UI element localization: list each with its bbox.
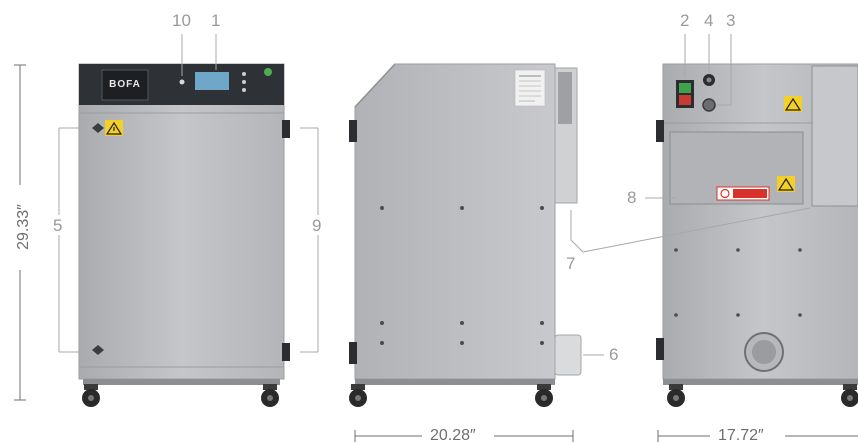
rear-view-cabinet — [656, 63, 858, 407]
side-screws — [380, 206, 544, 345]
power-indicator-icon — [179, 79, 185, 85]
callout-6: 6 — [609, 345, 619, 364]
caster-rear-right — [841, 384, 858, 407]
filter-warning-label — [716, 186, 770, 201]
height-dimension-label: 29.33″ — [15, 197, 32, 257]
side-view-cabinet — [349, 63, 582, 407]
callout-7: 7 — [566, 254, 576, 273]
width-dimension-label: 17.72″ — [714, 428, 768, 444]
door-logo-bottom-icon — [92, 345, 104, 355]
door-logo-top-icon — [92, 123, 104, 133]
exhaust-outlet — [554, 334, 582, 376]
callout-2: 2 — [680, 11, 690, 30]
caster-side-right — [535, 384, 553, 407]
leader-lines — [58, 34, 811, 356]
caster-side-left — [349, 384, 367, 407]
callout-1: 1 — [211, 11, 221, 30]
callout-4: 4 — [704, 11, 714, 30]
caster-front-left — [82, 384, 100, 407]
rear-screws — [674, 248, 802, 317]
dimension-lines — [14, 64, 858, 442]
caster-rear-left — [667, 384, 685, 407]
hinge-upper — [282, 120, 290, 138]
callout-5: 5 — [53, 216, 63, 235]
callout-10: 10 — [172, 11, 191, 30]
rear-warning-icon-top — [784, 96, 802, 112]
rear-inlet-port — [744, 332, 784, 372]
logo-panel — [101, 69, 149, 101]
main-power-switch — [676, 80, 694, 108]
callout-8: 8 — [627, 188, 637, 207]
warning-icon — [105, 120, 123, 136]
rear-warning-icon-filter — [777, 176, 795, 192]
rating-label — [514, 69, 546, 107]
callout-9: 9 — [312, 216, 322, 235]
hinge-lower — [282, 343, 290, 361]
caster-front-right — [261, 384, 279, 407]
depth-dimension-label: 20.28″ — [426, 428, 480, 444]
status-light-icon — [264, 68, 272, 76]
port-lower — [702, 98, 716, 112]
front-view-cabinet — [78, 63, 290, 407]
brand-logo: BOFA — [109, 79, 141, 90]
display-screen — [195, 72, 229, 90]
callout-3: 3 — [726, 11, 736, 30]
